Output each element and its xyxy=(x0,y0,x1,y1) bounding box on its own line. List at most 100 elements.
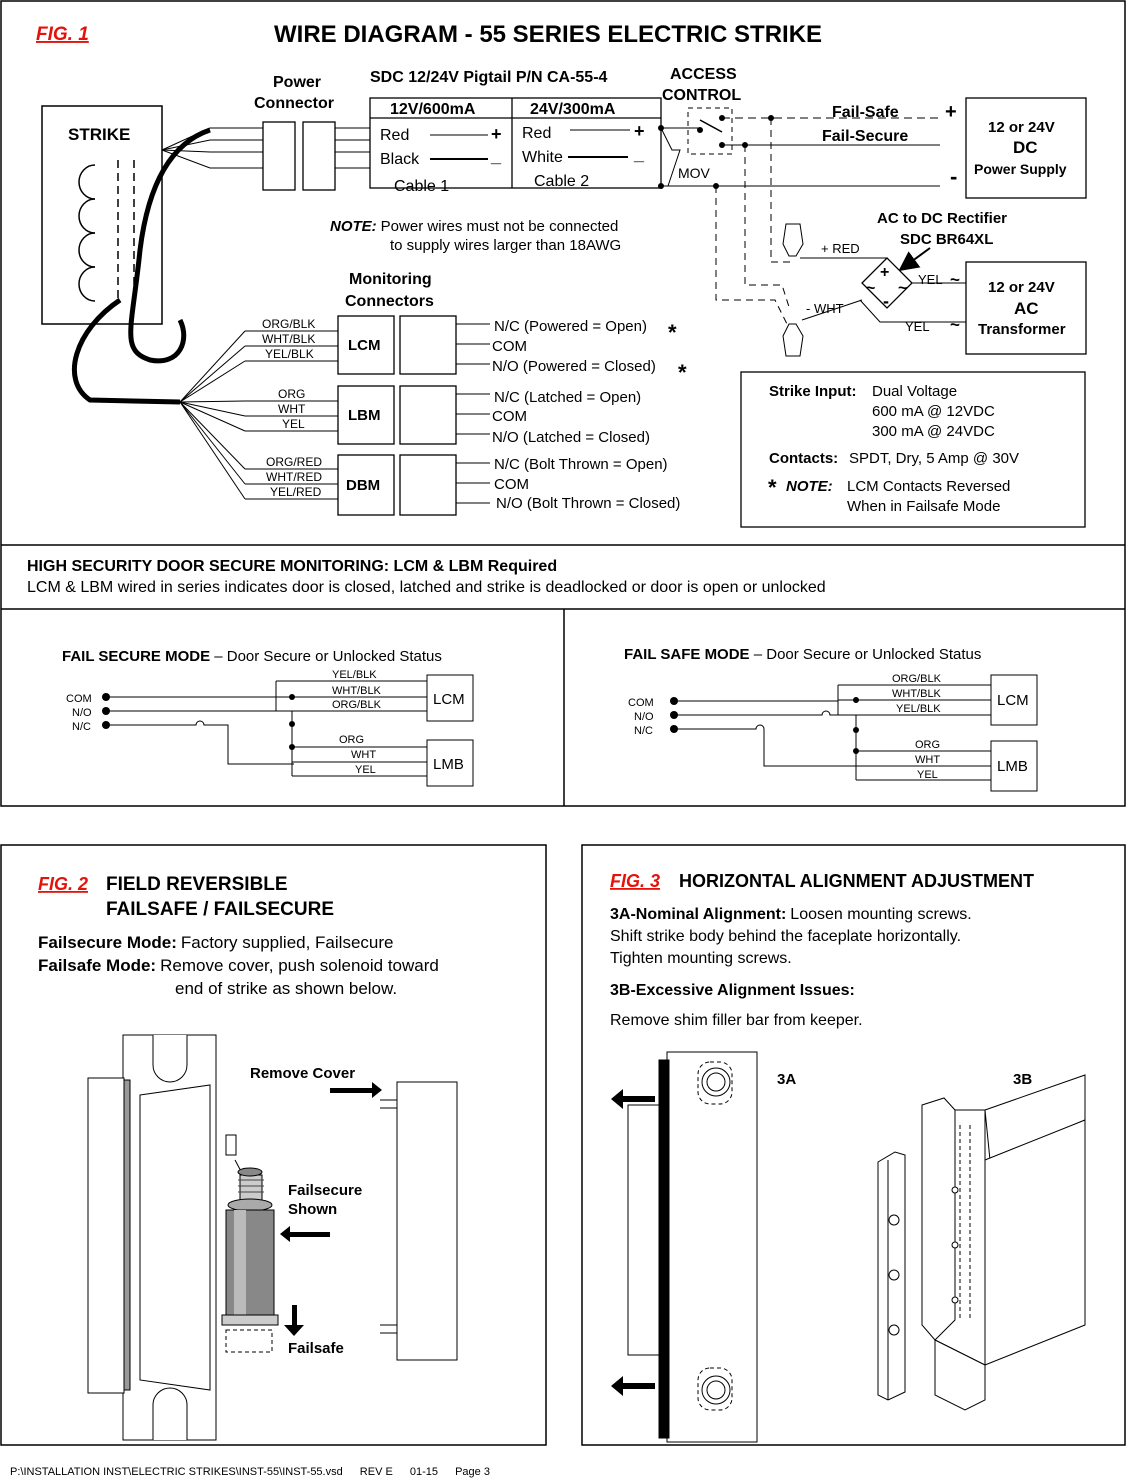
svg-text:ORG: ORG xyxy=(339,734,364,746)
footer-date: 01-15 xyxy=(409,1466,439,1478)
svg-text:12 or 24V: 12 or 24V xyxy=(988,279,1055,296)
svg-text:DBM: DBM xyxy=(346,477,380,494)
svg-text:Dual Voltage: Dual Voltage xyxy=(872,383,957,400)
dc-power-supply: 12 or 24V DC Power Supply xyxy=(965,97,1087,199)
svg-text:YEL/BLK: YEL/BLK xyxy=(265,347,314,361)
svg-text:ORG/BLK: ORG/BLK xyxy=(892,673,942,685)
yel-label-1: YEL xyxy=(918,272,943,287)
svg-text:300 mA @ 24VDC: 300 mA @ 24VDC xyxy=(872,423,995,440)
fig3-label: FIG. 3 xyxy=(610,871,660,891)
svg-text:WHT/BLK: WHT/BLK xyxy=(262,332,315,346)
dc-minus: - xyxy=(950,164,957,189)
fig3-a-line2: Shift strike body behind the faceplate h… xyxy=(610,928,961,945)
svg-text:COM: COM xyxy=(628,697,654,709)
fig1-frame xyxy=(0,0,1126,807)
strike-box: STRIKE xyxy=(41,105,163,325)
minus-wht-label: - WHT xyxy=(806,301,844,316)
fig3-a-line1: 3A-Nominal Alignment:Loosen mounting scr… xyxy=(610,906,972,923)
fig2-failsafe-line2: end of strike as shown below. xyxy=(175,979,397,998)
svg-text:COM: COM xyxy=(492,338,527,355)
svg-text:COM: COM xyxy=(492,408,527,425)
failsecure-shown-line2: Shown xyxy=(288,1201,337,1218)
svg-text:*: * xyxy=(668,320,677,345)
fig3-b-text: Remove shim filler bar from keeper. xyxy=(610,1012,863,1029)
svg-text:N/O: N/O xyxy=(72,707,92,719)
keeper-3b-drawing xyxy=(877,1074,1086,1411)
svg-text:~: ~ xyxy=(898,280,907,297)
power-connector-line2: Connector xyxy=(254,95,334,112)
svg-text:Black: Black xyxy=(380,151,420,168)
fail-safe-mode-title: FAIL SAFE MODE – Door Secure or Unlocked… xyxy=(624,646,981,663)
svg-text:LMB: LMB xyxy=(433,756,464,773)
fail-safe-mode-diagram: FAIL SAFE MODE – Door Secure or Unlocked… xyxy=(624,646,1038,792)
failsafe-arrow-icon xyxy=(284,1305,304,1336)
svg-text:When in Failsafe Mode: When in Failsafe Mode xyxy=(847,498,1000,515)
svg-text:Red: Red xyxy=(380,127,409,144)
fig3-title: HORIZONTAL ALIGNMENT ADJUSTMENT xyxy=(679,871,1034,891)
svg-text:WHT: WHT xyxy=(351,749,376,761)
svg-text:COM: COM xyxy=(66,693,92,705)
svg-text:LCM: LCM xyxy=(997,692,1029,709)
footer-page: Page 3 xyxy=(455,1466,490,1478)
svg-text:DC: DC xyxy=(1013,138,1038,157)
access-control-line2: CONTROL xyxy=(662,87,741,104)
security-heading: HIGH SECURITY DOOR SECURE MONITORING: LC… xyxy=(27,558,557,575)
fail-secure-mode-diagram: FAIL SECURE MODE – Door Secure or Unlock… xyxy=(62,648,474,787)
svg-text:LMB: LMB xyxy=(997,758,1028,775)
svg-text:~: ~ xyxy=(950,270,960,289)
fig1-title: WIRE DIAGRAM - 55 SERIES ELECTRIC STRIKE xyxy=(274,21,822,48)
svg-text:YEL: YEL xyxy=(917,769,938,781)
svg-text:YEL/RED: YEL/RED xyxy=(270,485,322,499)
svg-text:N/C: N/C xyxy=(72,721,91,733)
power-connector-line1: Power xyxy=(273,74,321,91)
svg-text:YEL/BLK: YEL/BLK xyxy=(332,669,377,681)
svg-text:+: + xyxy=(634,121,645,141)
svg-text:WHT: WHT xyxy=(915,754,940,766)
svg-text:N/O (Latched = Closed): N/O (Latched = Closed) xyxy=(492,429,650,446)
svg-text:-: - xyxy=(883,291,889,311)
fig3-a-line3: Tighten mounting screws. xyxy=(610,950,792,967)
svg-text:White: White xyxy=(522,149,563,166)
fig3-b-label: 3B-Excessive Alignment Issues: xyxy=(610,982,855,999)
access-control-line1: ACCESS xyxy=(670,66,737,83)
svg-text:ORG: ORG xyxy=(915,739,940,751)
svg-text:N/C (Powered = Open): N/C (Powered = Open) xyxy=(494,318,647,335)
fig1-label: FIG. 1 xyxy=(36,24,89,45)
svg-text:WHT/BLK: WHT/BLK xyxy=(332,685,382,697)
svg-text:N/C (Bolt Thrown = Open): N/C (Bolt Thrown = Open) xyxy=(494,456,668,473)
svg-text:+: + xyxy=(491,124,502,144)
pigtail-title: SDC 12/24V Pigtail P/N CA-55-4 xyxy=(370,69,608,86)
svg-text:12 or 24V: 12 or 24V xyxy=(988,119,1055,136)
fail-safe-label: Fail-Safe xyxy=(832,104,899,121)
svg-text:YEL/BLK: YEL/BLK xyxy=(896,703,941,715)
power-note-line2: to supply wires larger than 18AWG xyxy=(390,237,621,254)
remove-cover-label: Remove Cover xyxy=(250,1065,355,1082)
footer-path: P:\INSTALLATION INST\ELECTRIC STRIKES\IN… xyxy=(10,1466,343,1478)
svg-text:LCM: LCM xyxy=(348,337,381,354)
strike-label: STRIKE xyxy=(68,125,130,144)
yel-label-2: YEL xyxy=(905,319,930,334)
svg-text:Contacts:: Contacts: xyxy=(769,450,838,467)
shift-left-arrow-bottom-icon xyxy=(611,1376,655,1396)
svg-text:WHT: WHT xyxy=(278,402,306,416)
rectifier-bridge-icon: + - ~ ~ xyxy=(861,257,913,311)
spec-box: Strike Input: Dual Voltage 600 mA @ 12VD… xyxy=(740,371,1086,528)
tag-3b: 3B xyxy=(1013,1071,1032,1088)
lcm-connector: ORG/BLK WHT/BLK YEL/BLK LCM N/C (Powered… xyxy=(245,315,687,385)
svg-text:LCM Contacts Reversed: LCM Contacts Reversed xyxy=(847,478,1010,495)
fig2-failsecure-line: Failsecure Mode:Factory supplied, Failse… xyxy=(38,933,393,952)
svg-text:WHT/BLK: WHT/BLK xyxy=(892,688,942,700)
power-connector-socket xyxy=(302,121,336,191)
lbm-connector: ORG WHT YEL LBM N/C (Latched = Open) COM… xyxy=(245,385,650,446)
svg-text:ORG: ORG xyxy=(278,387,305,401)
fig2-failsafe-line: Failsafe Mode:Remove cover, push solenoi… xyxy=(38,956,439,975)
fig2-title-line1: FIELD REVERSIBLE xyxy=(106,874,288,895)
rectifier-line2: SDC BR64XL xyxy=(900,231,993,248)
svg-text:_: _ xyxy=(490,146,502,166)
wire-nut-wht-icon xyxy=(782,323,804,357)
svg-text:N/O (Bolt Thrown = Closed): N/O (Bolt Thrown = Closed) xyxy=(496,495,680,512)
fig3-frame xyxy=(581,844,1126,1446)
svg-text:COM: COM xyxy=(494,476,529,493)
monitoring-line1: Monitoring xyxy=(349,271,432,288)
